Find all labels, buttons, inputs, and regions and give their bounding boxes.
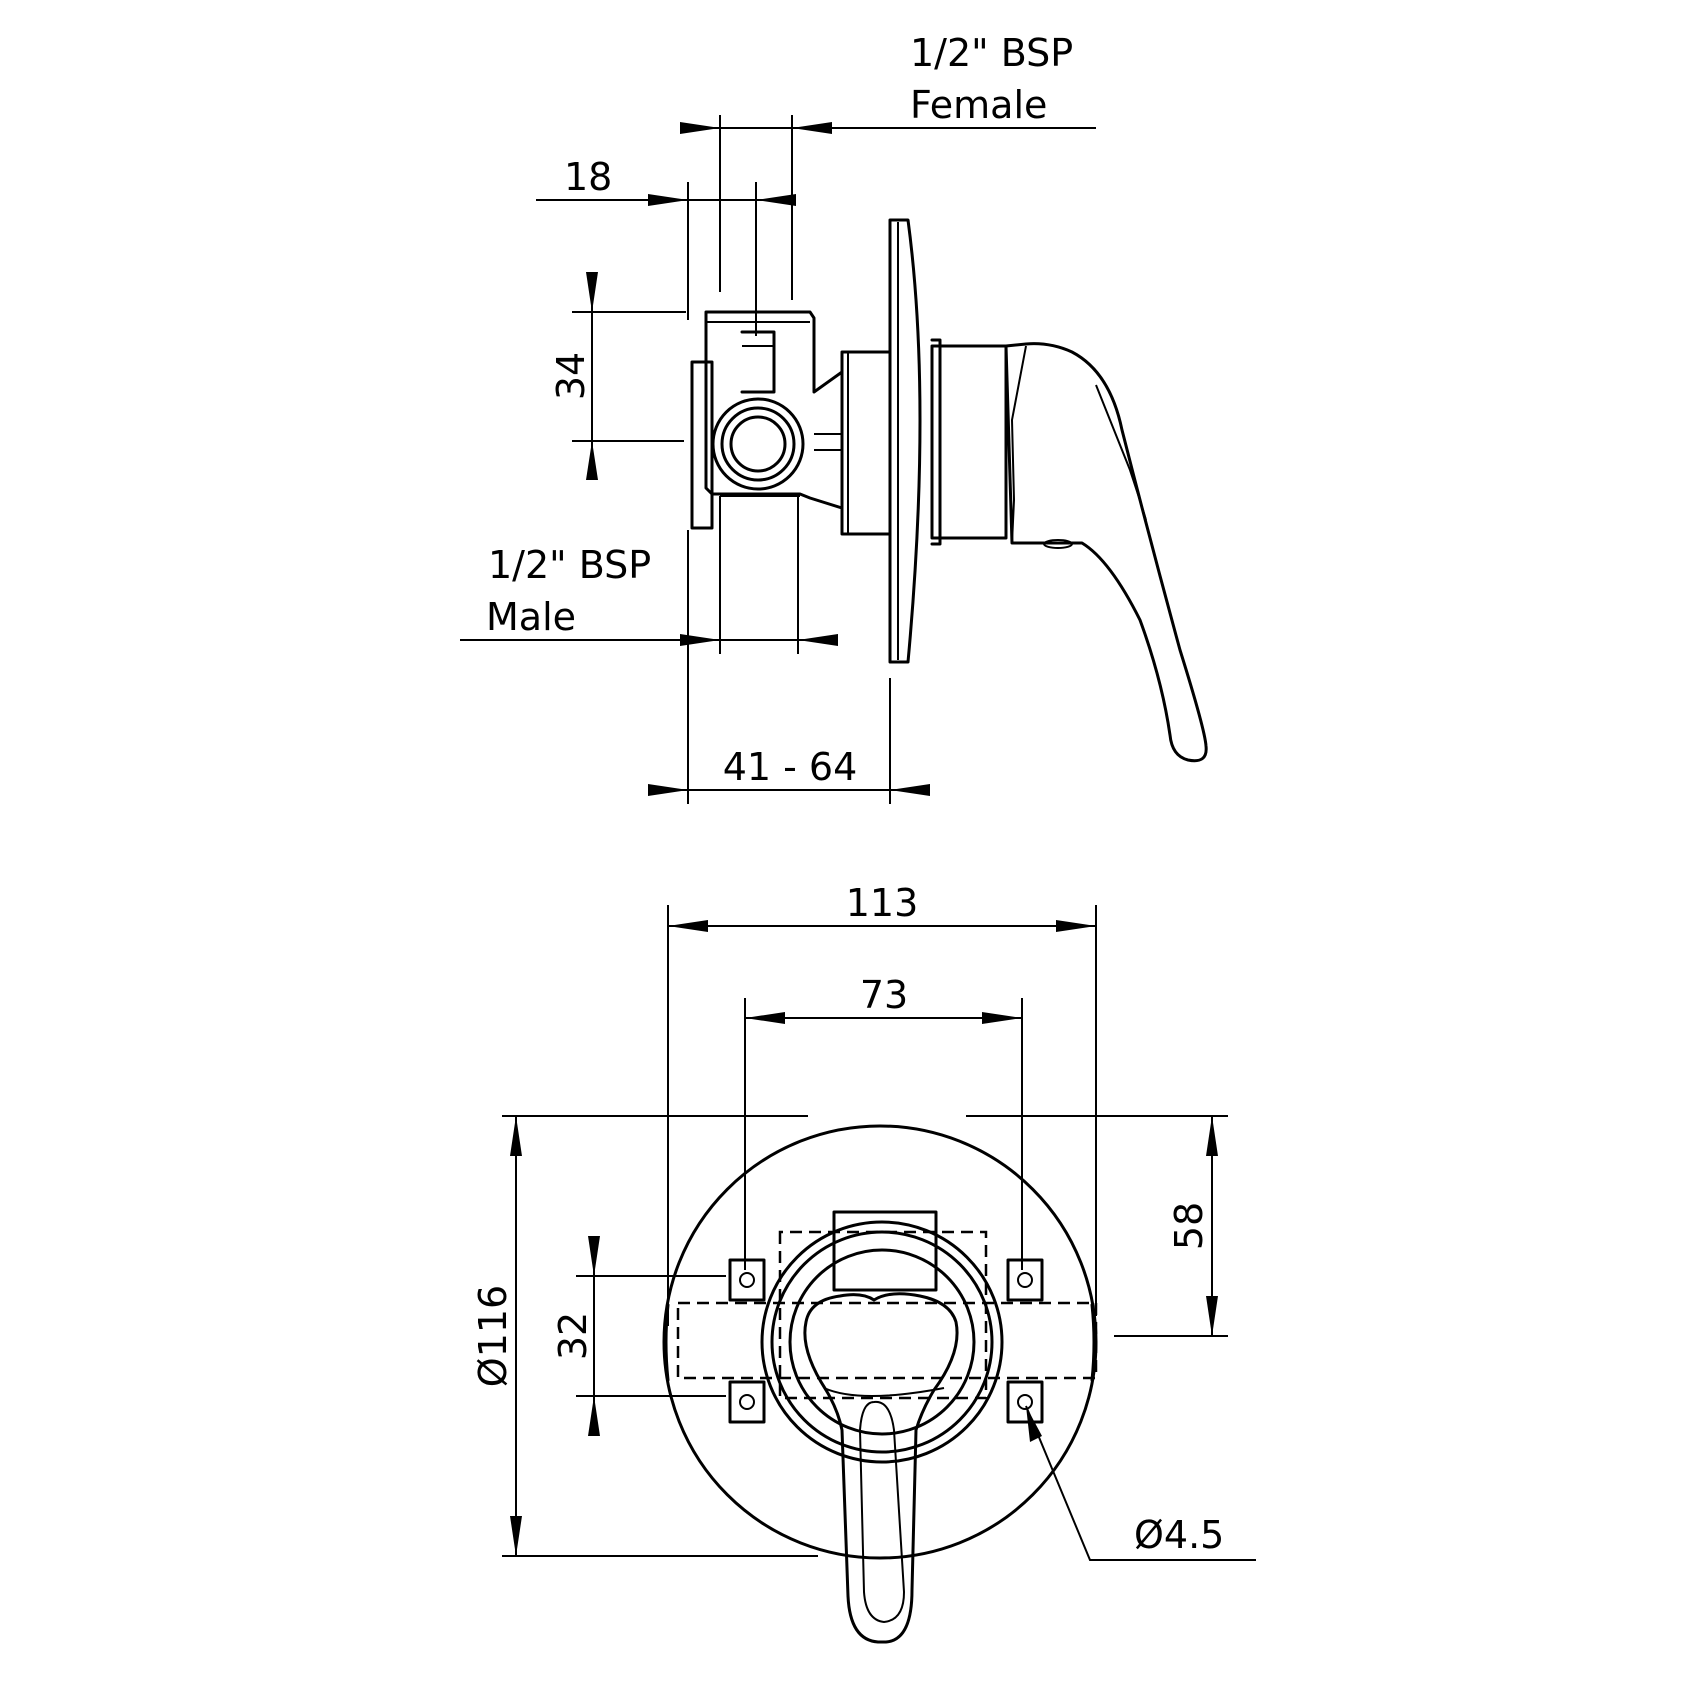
dim-18: 18	[564, 155, 612, 199]
bonnet-hub	[930, 344, 1008, 540]
spindle-body	[840, 350, 892, 536]
mount-tab-top-right	[1006, 1258, 1044, 1302]
hidden-valve-body	[676, 1301, 1098, 1380]
hub-outer	[760, 1220, 1004, 1464]
label-male: Male	[486, 595, 576, 639]
dim-34: 34	[549, 352, 593, 400]
mount-tab-bottom-right	[1006, 1380, 1044, 1424]
dim-dia-4-5: Ø4.5	[1134, 1513, 1224, 1557]
label-male-bsp: 1/2" BSP	[488, 543, 651, 587]
dim-41-64: 41 - 64	[723, 745, 858, 789]
label-female-bsp: 1/2" BSP	[910, 31, 1073, 75]
lever-handle-side	[1004, 342, 1208, 763]
dim-113: 113	[846, 881, 919, 925]
front-view: 113 73 Ø116 58 32 Ø4.5	[471, 881, 1256, 1644]
cover-plate-profile	[888, 218, 922, 664]
dim-73: 73	[860, 973, 908, 1017]
cover-plate	[662, 1124, 1098, 1560]
dim-58: 58	[1167, 1202, 1211, 1250]
inlet-port-outer	[711, 397, 805, 491]
mount-tab-bottom-left	[728, 1380, 766, 1424]
mount-tab-top-left	[728, 1258, 766, 1302]
dim-dia-116: Ø116	[471, 1285, 515, 1387]
dim-32: 32	[551, 1312, 595, 1360]
valve-body	[704, 310, 844, 510]
label-female: Female	[910, 83, 1047, 127]
lever-handle-front	[803, 1292, 959, 1644]
side-view: 1/2" BSP Female 18 34 1/2" BSP Male 41 -…	[460, 31, 1208, 804]
